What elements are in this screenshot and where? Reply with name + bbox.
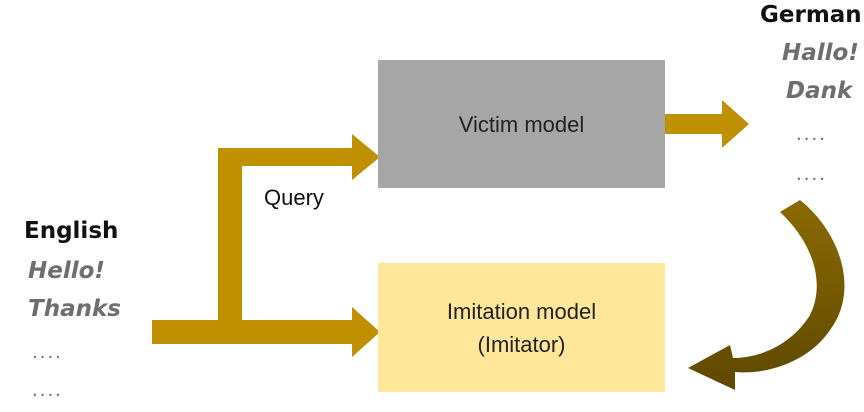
target-ellipsis: .... — [796, 164, 827, 185]
target-phrase: Dank — [786, 78, 853, 104]
query-branch-vertical — [218, 152, 242, 328]
target-language-heading: German — [760, 2, 862, 28]
query-arrow-to-victim — [218, 134, 380, 180]
source-phrase: Thanks — [28, 296, 121, 322]
imitation-model-box: Imitation model (Imitator) — [378, 263, 665, 392]
victim-model-box: Victim model — [378, 60, 665, 188]
source-language-heading: English — [24, 218, 119, 244]
source-phrase: Hello! — [28, 258, 105, 284]
target-phrase: Hallo! — [782, 40, 859, 66]
source-ellipsis: .... — [32, 380, 63, 401]
target-ellipsis: .... — [796, 124, 827, 145]
victim-model-label: Victim model — [458, 111, 585, 137]
source-ellipsis: .... — [32, 342, 63, 363]
arrow-to-imitation — [152, 307, 380, 357]
query-label: Query — [264, 185, 324, 210]
arrow-victim-to-german — [665, 100, 749, 148]
imitation-model-label: Imitation model — [446, 298, 597, 324]
curved-arrow-to-imitation — [688, 200, 845, 390]
imitation-model-sublabel: (Imitator) — [477, 331, 566, 357]
